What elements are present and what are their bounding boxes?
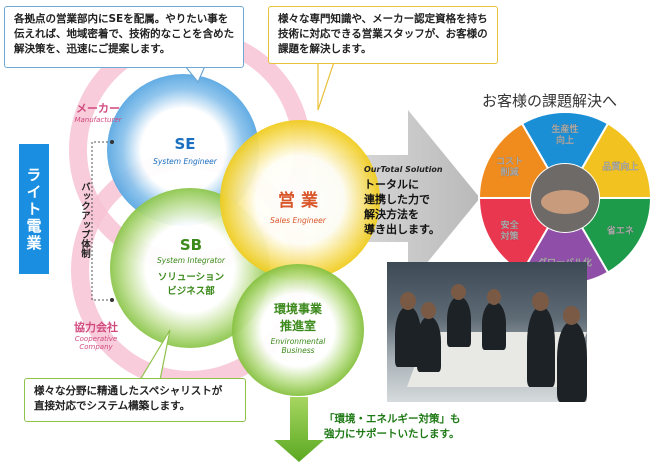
- sales-callout-line: 様々な専門知識や、メーカー認定資格を持ち: [278, 13, 488, 25]
- manufacturer-en: Manufacturer: [74, 116, 122, 124]
- env-label: 環境事業 推進室 Environmental Business: [254, 300, 342, 355]
- se-callout-line: 解決策を、迅速にご提案します。: [14, 43, 171, 55]
- wheel-segment-label: コスト: [496, 156, 523, 167]
- se-callout: 各拠点の営業部内にSEを配属。やりたい事を 伝えれば、地域密着で、技術的なことを…: [4, 6, 244, 68]
- solution-text: OurTotal Solution トータルに 連携した力で 解決方法を 導き出…: [364, 165, 443, 237]
- solution-line: 導き出します。: [364, 223, 440, 236]
- env-en1: Environmental: [270, 337, 326, 346]
- wheel-segment-label: 安全: [501, 219, 520, 231]
- env-circle: [232, 264, 364, 396]
- sb-sub: System Integrator: [157, 256, 225, 265]
- cooperative-label: 協力会社 Cooperative Company: [64, 319, 128, 351]
- cooperative-jp: 協力会社: [74, 321, 118, 334]
- env-en2: Business: [281, 346, 315, 355]
- sb-callout-line: 直接対応でシステム構築します。: [34, 400, 191, 412]
- eco-line: 「環境・エネルギー対策」も: [324, 413, 461, 425]
- sales-sub: Sales Engineer: [270, 216, 326, 225]
- sb-jp1: ソリューション: [157, 272, 225, 283]
- se-label: SE System Engineer: [143, 135, 227, 166]
- eco-text: 「環境・エネルギー対策」も 強力にサポートいたします。: [324, 412, 461, 442]
- eco-down-arrow: [274, 397, 324, 462]
- wheel-segment-label: 削減: [501, 166, 519, 178]
- customer-wheel: 生産性向上品質向上省エネグローバル化安全対策コスト削減: [477, 111, 653, 285]
- sb-callout: 様々な分野に精通したスペシャリストが 直接対応でシステム構築します。: [24, 378, 246, 422]
- backup-bracket: [91, 141, 112, 301]
- sales-callout-line: 課題を解決します。: [278, 43, 372, 55]
- env-jp2: 推進室: [279, 319, 316, 333]
- meeting-photo: [387, 262, 587, 402]
- wheel-segment-label: 対策: [500, 230, 520, 242]
- sales-callout-line: 技術に対応できる営業スタッフが、お客様の: [278, 28, 488, 40]
- se-callout-line: 各拠点の営業部内にSEを配属。やりたい事を: [14, 13, 229, 25]
- wheel-segment-label: 生産性: [551, 123, 578, 135]
- sb-callout-line: 様々な分野に精通したスペシャリストが: [34, 385, 223, 397]
- sb-title: SB: [179, 236, 203, 254]
- backup-label: バックアップ体制: [79, 182, 90, 258]
- sales-label: 営 業 Sales Engineer: [252, 186, 344, 225]
- se-callout-line: 伝えれば、地域密着で、技術的なことを含めた: [14, 28, 235, 40]
- sb-jp2: ビジネス部: [167, 286, 215, 297]
- solution-line: 解決方法を: [364, 208, 419, 221]
- env-jp1: 環境事業: [273, 302, 322, 316]
- cooperative-en2: Company: [79, 343, 113, 351]
- handshake-icon: [541, 190, 589, 214]
- wheel-segment-label: 品質向上: [602, 161, 638, 173]
- se-sub: System Engineer: [153, 157, 217, 166]
- sales-callout: 様々な専門知識や、メーカー認定資格を持ち 技術に対応できる営業スタッフが、お客様…: [268, 6, 498, 64]
- sales-title: 営 業: [278, 191, 318, 211]
- sb-label: SB System Integrator ソリューション ビジネス部: [146, 236, 236, 297]
- solution-en: OurTotal Solution: [364, 165, 443, 174]
- wheel-segment-label: 向上: [556, 134, 574, 146]
- solution-line: 連携した力で: [364, 193, 430, 206]
- manufacturer-jp: メーカー: [76, 102, 120, 115]
- wheel-segment-label: 省エネ: [606, 225, 634, 237]
- solution-line: トータルに: [364, 178, 419, 191]
- customer-title: お客様の課題解決へ: [482, 92, 618, 110]
- brand-label: ライト電業: [19, 144, 49, 274]
- sales-circle: [220, 120, 380, 280]
- cooperative-en1: Cooperative: [74, 335, 118, 343]
- se-title: SE: [174, 135, 196, 153]
- manufacturer-label: メーカー Manufacturer: [68, 100, 128, 124]
- eco-line: 強力にサポートいたします。: [324, 428, 460, 440]
